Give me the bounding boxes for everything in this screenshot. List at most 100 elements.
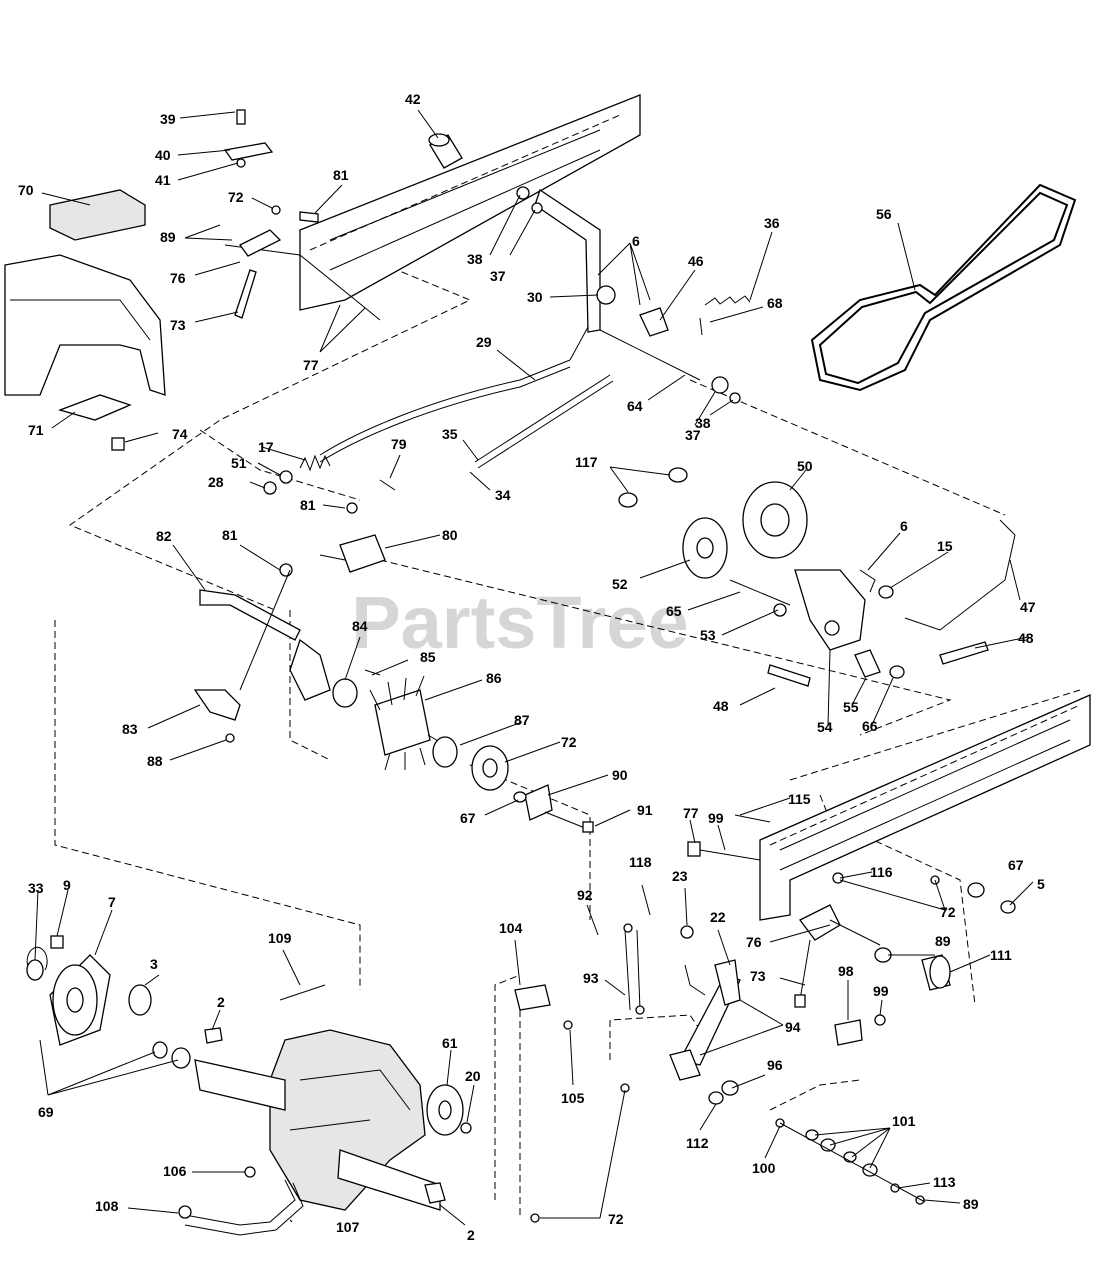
shift-plate xyxy=(49,189,146,241)
callout-96: 96 xyxy=(767,1057,783,1073)
callout-115: 115 xyxy=(788,791,811,807)
callout-51: 51 xyxy=(231,455,247,471)
pulley-52 xyxy=(682,517,728,579)
callout-118: 118 xyxy=(629,854,652,870)
callout-74: 74 xyxy=(172,426,188,442)
callout-65: 65 xyxy=(666,603,682,619)
callout-94: 94 xyxy=(785,1019,801,1035)
callout-54: 54 xyxy=(817,719,833,735)
callout-108: 108 xyxy=(95,1198,119,1214)
washers-101 xyxy=(775,1118,926,1205)
bracket-83 xyxy=(193,569,291,743)
callout-56: 56 xyxy=(876,206,892,222)
callout-85: 85 xyxy=(420,649,436,665)
callout-92: 92 xyxy=(577,887,593,903)
callout-47: 47 xyxy=(1020,599,1036,615)
callout-52: 52 xyxy=(612,576,628,592)
idler-arm-64 xyxy=(516,186,741,404)
hood-body xyxy=(4,254,166,396)
callout-64: 64 xyxy=(627,398,643,414)
rod-93 xyxy=(623,923,645,1015)
lever-82 xyxy=(199,563,301,641)
callout-83: 83 xyxy=(122,721,138,737)
callout-39: 39 xyxy=(160,111,176,127)
washers-3-69 xyxy=(128,984,191,1069)
bracket-104 xyxy=(514,984,573,1030)
callout-77: 77 xyxy=(683,805,699,821)
spacers-96-112 xyxy=(708,1080,739,1105)
callout-71: 71 xyxy=(28,422,44,438)
callout-2: 2 xyxy=(467,1227,475,1243)
callout-15: 15 xyxy=(937,538,953,554)
callout-98: 98 xyxy=(838,963,854,979)
callout-72: 88 xyxy=(147,753,163,769)
callout-7: 7 xyxy=(108,894,116,910)
callout-111: 111 xyxy=(990,947,1012,963)
hub-84 xyxy=(289,638,358,708)
callout-84: 84 xyxy=(352,618,368,634)
callout-67: 67 xyxy=(460,810,476,826)
belt-56 xyxy=(810,183,1077,392)
cable-29 xyxy=(319,304,601,463)
callout-81: 81 xyxy=(333,167,349,183)
callout-42: 42 xyxy=(405,91,421,107)
callout-35: 35 xyxy=(442,426,458,442)
pulley-88 xyxy=(471,745,509,791)
callout-73: 73 xyxy=(750,968,766,984)
callout-100: 100 xyxy=(752,1160,776,1176)
washers-117 xyxy=(618,467,688,508)
callout-50: 50 xyxy=(797,458,813,474)
callout-9: 9 xyxy=(63,877,71,893)
key-90 xyxy=(513,784,553,821)
callout-81: 81 xyxy=(300,497,316,513)
fastener-72-lower xyxy=(530,1083,630,1223)
callout-46: 46 xyxy=(688,253,704,269)
callout-76: 76 xyxy=(746,934,762,950)
lever-assembly-upper xyxy=(223,109,381,321)
callout-89: 89 xyxy=(963,1196,979,1212)
callout-72: 72 xyxy=(940,904,956,920)
frame-rail-upper xyxy=(299,94,641,311)
plate-71 xyxy=(57,394,132,421)
callout-37: 37 xyxy=(685,427,701,443)
callout-113: 113 xyxy=(933,1174,956,1190)
callout-3: 3 xyxy=(150,956,158,972)
idler-bracket-54 xyxy=(729,569,989,687)
callout-101: 101 xyxy=(892,1113,916,1129)
pin-109 xyxy=(279,984,326,1001)
callout-41: 41 xyxy=(155,172,171,188)
brake-arm-94 xyxy=(669,925,741,1081)
rod-47 xyxy=(904,519,1016,631)
callout-81: 81 xyxy=(222,527,238,543)
lever-bracket-80 xyxy=(319,479,396,573)
callout-112: 112 xyxy=(686,1135,709,1151)
callout-79: 79 xyxy=(391,436,407,452)
leader-lines xyxy=(34,109,1034,1226)
callout-109: 109 xyxy=(268,930,292,946)
callout-104: 104 xyxy=(499,920,523,936)
callout-117: 117 xyxy=(575,454,598,470)
callout-87: 87 xyxy=(514,712,530,728)
callout-29: 29 xyxy=(476,334,492,350)
pulley-61 xyxy=(426,1084,472,1136)
callout-53: 53 xyxy=(700,627,716,643)
callout-116: 116 xyxy=(870,864,893,880)
callout-23: 23 xyxy=(672,868,688,884)
callout-73: 73 xyxy=(170,317,186,333)
callout-55: 55 xyxy=(843,699,859,715)
callout-105: 105 xyxy=(561,1090,585,1106)
callout-66: 66 xyxy=(862,718,878,734)
rear-hardware xyxy=(687,814,1016,1008)
bushing-42 xyxy=(428,133,463,169)
fan-86 xyxy=(364,669,446,771)
cotter-6b xyxy=(859,569,894,599)
frame-rail-lower xyxy=(759,694,1091,921)
callout-68: 68 xyxy=(767,295,783,311)
wheel-hub-7 xyxy=(49,935,111,1046)
callout-88: 72 xyxy=(561,734,577,750)
callout-17: 17 xyxy=(258,439,274,455)
brackets-98-99 xyxy=(834,1014,886,1046)
callout-33: 33 xyxy=(28,880,44,896)
callout-99: 99 xyxy=(708,810,724,826)
